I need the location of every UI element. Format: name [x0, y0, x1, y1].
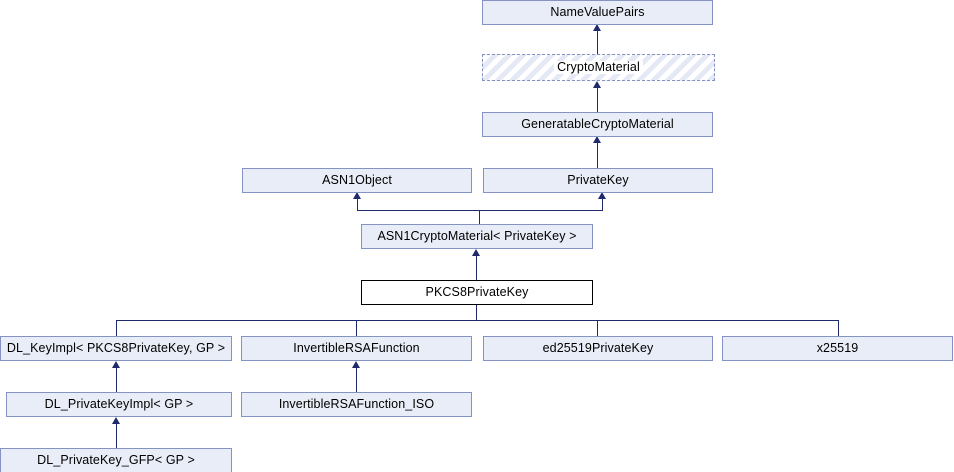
class-node-x25519[interactable]: x25519 [722, 336, 953, 361]
class-node-pkcs8privatekey[interactable]: PKCS8PrivateKey [361, 280, 593, 305]
edge-pkcs8-bus-stem [476, 305, 477, 320]
class-label-ed25519privatekey: ed25519PrivateKey [542, 341, 654, 356]
edge-cryptomaterial-to-namevaluepairs [597, 31, 598, 54]
class-label-asn1object: ASN1Object [322, 173, 392, 188]
edge-bus-asn1cryptomaterial [357, 210, 603, 211]
class-node-namevaluepairs[interactable]: NameValuePairs [482, 0, 713, 25]
edge-generatable-to-cryptomaterial [597, 88, 598, 112]
class-label-asn1cryptomaterial: ASN1CryptoMaterial< PrivateKey > [377, 229, 577, 244]
class-node-invertiblersafunction[interactable]: InvertibleRSAFunction [241, 336, 472, 361]
arrowhead-asn1cryptomaterial [472, 249, 480, 256]
edge-drop-ed25519privatekey [597, 320, 598, 336]
edge-drop-dl-keyimpl [116, 320, 117, 336]
class-node-dl-privatekey-gfp[interactable]: DL_PrivateKey_GFP< GP > [0, 448, 232, 472]
arrowhead-privatekey [598, 192, 606, 199]
arrowhead-asn1object [353, 192, 361, 199]
class-node-generatablecryptomaterial[interactable]: GeneratableCryptoMaterial [482, 112, 713, 137]
class-label-dl-privatekeyimpl: DL_PrivateKeyImpl< GP > [44, 397, 194, 412]
edge-pkcs8-bus [116, 320, 838, 321]
edge-privatekey-to-generatable [597, 143, 598, 168]
class-label-pkcs8privatekey: PKCS8PrivateKey [425, 285, 529, 300]
class-node-invertiblersafunction-iso[interactable]: InvertibleRSAFunction_ISO [241, 392, 472, 417]
edge-rsaiso-to-rsafunction [356, 368, 357, 392]
class-label-dl-privatekey-gfp: DL_PrivateKey_GFP< GP > [37, 453, 195, 468]
edge-drop-invertiblersafunction [356, 320, 357, 336]
class-node-dl-privatekeyimpl[interactable]: DL_PrivateKeyImpl< GP > [6, 392, 232, 417]
class-label-namevaluepairs: NameValuePairs [550, 5, 645, 20]
class-label-cryptomaterial: CryptoMaterial [554, 61, 643, 74]
edge-bus-riser-asn1object [357, 199, 358, 211]
class-label-generatablecryptomaterial: GeneratableCryptoMaterial [521, 117, 674, 132]
class-node-ed25519privatekey[interactable]: ed25519PrivateKey [483, 336, 713, 361]
class-node-dl-keyimpl[interactable]: DL_KeyImpl< PKCS8PrivateKey, GP > [0, 336, 232, 361]
class-node-privatekey[interactable]: PrivateKey [483, 168, 713, 193]
edge-drop-x25519 [838, 320, 839, 336]
class-label-dl-keyimpl: DL_KeyImpl< PKCS8PrivateKey, GP > [6, 341, 226, 356]
class-node-asn1object[interactable]: ASN1Object [242, 168, 472, 193]
arrowhead-invertiblersafunction [352, 361, 360, 368]
edge-gfp-to-dlprivatekeyimpl [116, 424, 117, 448]
edge-pkcs8-to-asn1cryptomaterial [476, 256, 477, 280]
class-label-invertiblersafunction: InvertibleRSAFunction [293, 341, 420, 356]
arrowhead-cryptomaterial [593, 81, 601, 88]
class-label-privatekey: PrivateKey [567, 173, 629, 188]
arrowhead-generatablecryptomaterial [593, 136, 601, 143]
class-node-asn1cryptomaterial[interactable]: ASN1CryptoMaterial< PrivateKey > [361, 224, 593, 249]
class-node-cryptomaterial[interactable]: CryptoMaterial [482, 54, 715, 81]
arrowhead-dl-keyimpl [112, 361, 120, 368]
edge-dlprivatekeyimpl-to-dlkeyimpl [116, 368, 117, 392]
class-label-x25519: x25519 [816, 341, 859, 356]
arrowhead-namevaluepairs [593, 24, 601, 31]
class-label-invertiblersafunction-iso: InvertibleRSAFunction_ISO [278, 397, 435, 412]
edge-bus-drop-asn1cryptomaterial [479, 210, 480, 224]
arrowhead-dl-privatekeyimpl [112, 417, 120, 424]
edge-bus-riser-privatekey [602, 199, 603, 211]
